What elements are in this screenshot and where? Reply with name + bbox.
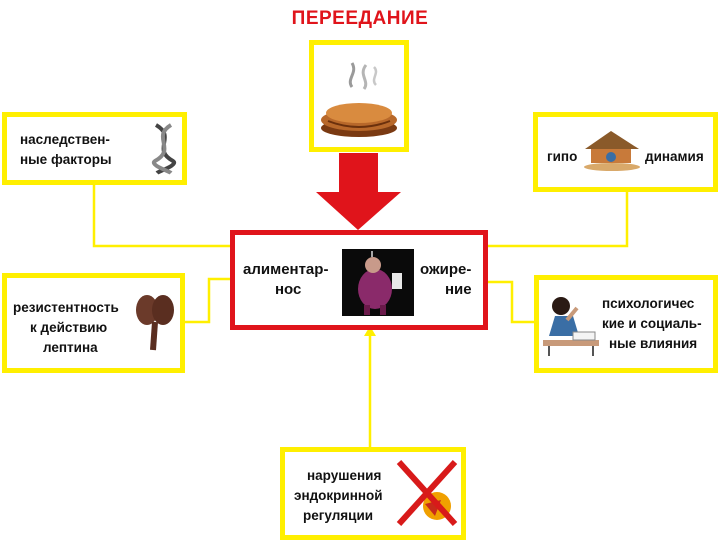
heredity-label-line1: наследствен-: [20, 132, 110, 147]
overeating-image-box: [309, 40, 409, 152]
connector-psychology: [488, 280, 534, 324]
main-arrow: [316, 153, 401, 230]
psychology-box: психологичес кие и социаль- ные влияния: [534, 275, 718, 373]
pie-steam-icon: [321, 62, 397, 137]
person-resting-icon: [584, 131, 640, 171]
endocrine-label-line2: эндокринной: [294, 488, 383, 503]
connector-leptin: [185, 277, 230, 324]
central-box: алиментар- нос ожире- ние: [230, 230, 488, 330]
leptin-label-line2: к действию: [30, 320, 108, 335]
hypodynamia-label-right: динамия: [645, 149, 704, 164]
leptin-box: резистентность к действию лептина: [2, 273, 185, 373]
hypodynamia-box: гипо динамия: [533, 112, 718, 192]
endocrine-label-line1: нарушения: [307, 468, 382, 483]
central-right-line2: ние: [445, 281, 472, 298]
obese-figure-image: [342, 249, 414, 316]
brain-icon: [136, 295, 174, 351]
arrowhead-endocrine: [364, 326, 376, 336]
central-right-line1: ожире-: [420, 261, 472, 278]
thinking-person-icon: [543, 297, 599, 356]
obese-figure-icon: [358, 251, 402, 315]
hypodynamia-label-left: гипо: [547, 149, 578, 164]
diagram-title: ПЕРЕЕДАНИЕ: [291, 8, 429, 29]
crossed-out-icon: [396, 459, 458, 527]
connector-hypodynamia: [488, 190, 629, 248]
central-left-line1: алиментар-: [243, 261, 329, 278]
endocrine-label-line3: регуляции: [303, 508, 374, 523]
heredity-box: наследствен- ные факторы: [2, 112, 187, 185]
central-left-line2: нос: [275, 281, 302, 298]
leptin-label-line3: лептина: [43, 340, 98, 355]
dna-icon: [151, 123, 177, 175]
endocrine-box: нарушения эндокринной регуляции: [280, 447, 466, 540]
connector-heredity: [92, 183, 230, 248]
psychology-label-line3: ные влияния: [609, 336, 698, 351]
leptin-label-line1: резистентность: [13, 300, 119, 315]
heredity-label-line2: ные факторы: [20, 152, 112, 167]
psychology-label-line2: кие и социаль-: [602, 316, 702, 331]
psychology-label-line1: психологичес: [602, 296, 695, 311]
